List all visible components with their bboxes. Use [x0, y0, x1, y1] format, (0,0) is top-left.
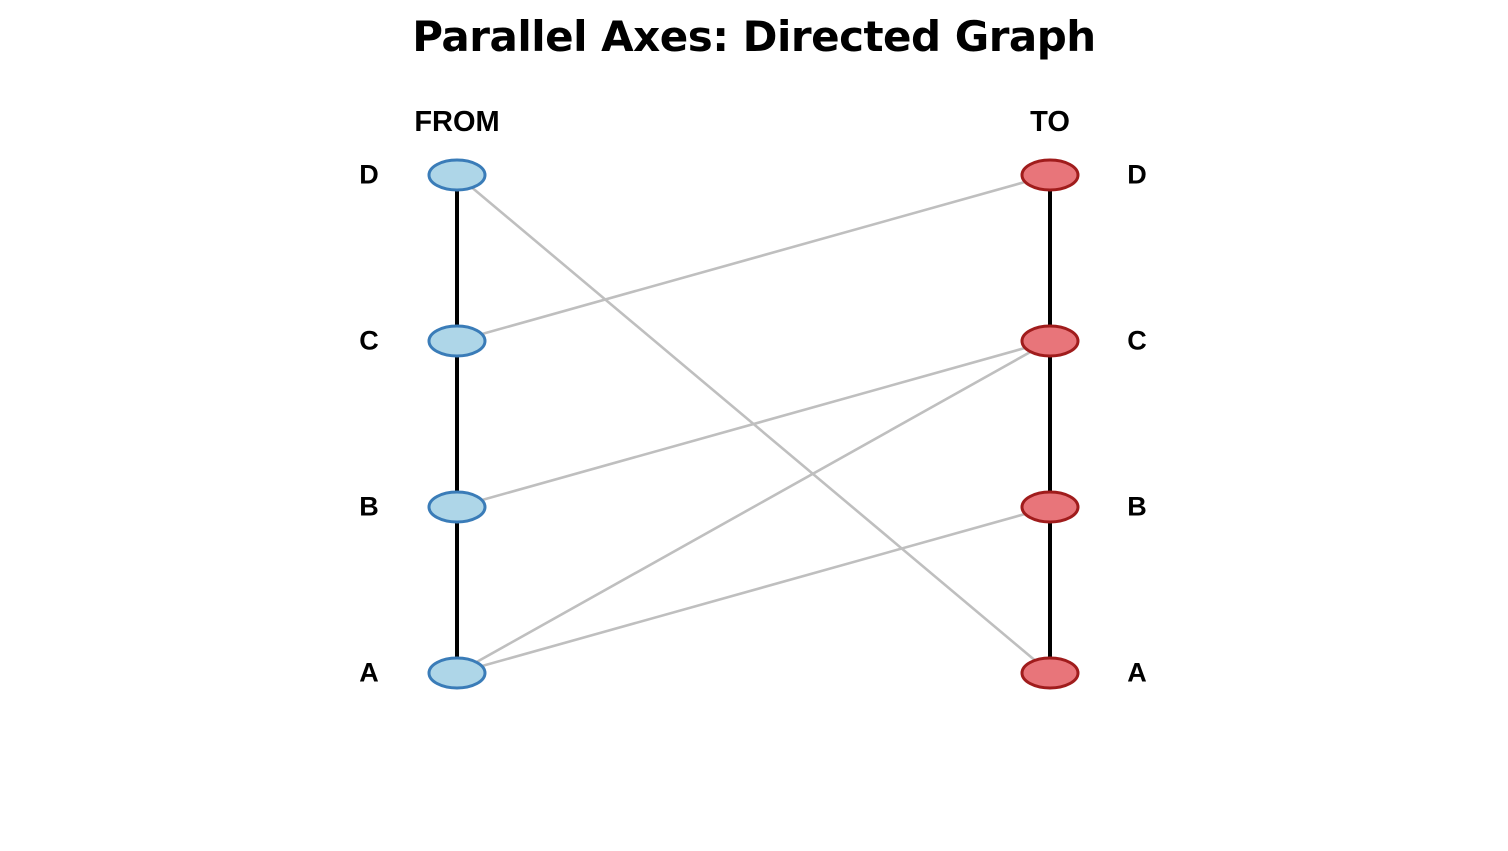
graph-edge	[455, 339, 1052, 509]
graph-node-from-A[interactable]	[427, 656, 487, 690]
graph-node-from-C[interactable]	[427, 324, 487, 358]
node-label-from-A: A	[359, 657, 379, 688]
axis-lines-layer	[455, 175, 1052, 673]
page-title: Parallel Axes: Directed Graph	[412, 12, 1096, 61]
node-label-to-D: D	[1127, 159, 1147, 190]
nodes-layer	[427, 158, 1080, 690]
axis-header-from: FROM	[414, 106, 500, 138]
node-label-from-B: B	[359, 491, 379, 522]
axis-header-to: TO	[1030, 106, 1070, 138]
graph-edge	[455, 173, 1052, 343]
node-label-to-B: B	[1127, 491, 1147, 522]
edges-layer	[455, 173, 1052, 675]
graph-edge	[455, 339, 1052, 675]
graph-node-to-D[interactable]	[1020, 158, 1080, 192]
graph-node-from-B[interactable]	[427, 490, 487, 524]
graph-node-to-A[interactable]	[1020, 656, 1080, 690]
node-label-to-A: A	[1127, 657, 1147, 688]
node-label-from-D: D	[359, 159, 379, 190]
graph-node-from-D[interactable]	[427, 158, 487, 192]
node-label-from-C: C	[359, 325, 379, 356]
graph-edge	[455, 505, 1052, 675]
graph-node-to-C[interactable]	[1020, 324, 1080, 358]
graph-node-to-B[interactable]	[1020, 490, 1080, 524]
node-label-to-C: C	[1127, 325, 1147, 356]
